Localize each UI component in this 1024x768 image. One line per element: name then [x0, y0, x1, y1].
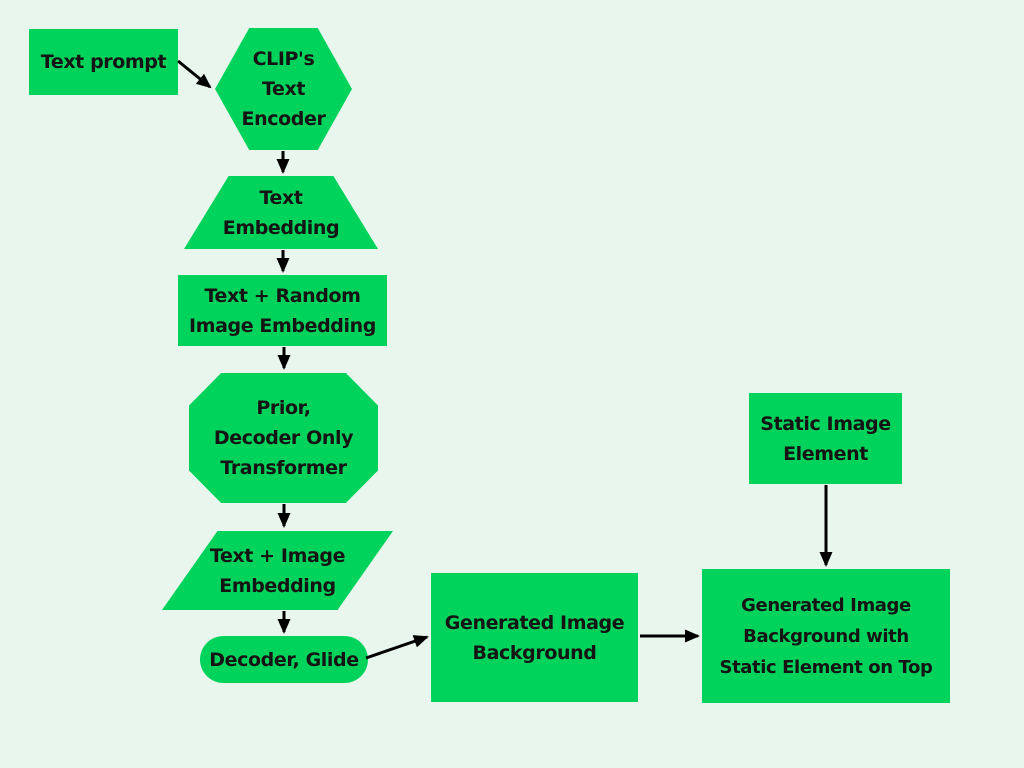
node-static-image-element-label: Static Image Element — [760, 412, 891, 465]
node-text-image-embedding-label: Text + Image Embedding — [209, 544, 346, 597]
node-prior-decoder-only-transformer: Prior, Decoder Only Transformer — [189, 373, 378, 503]
node-text-prompt: Text prompt — [29, 29, 178, 95]
node-prior-decoder-only-transformer-label: Prior, Decoder Only Transformer — [213, 397, 354, 479]
node-generated-background-with-static-element: Generated Image Background with Static E… — [702, 569, 950, 703]
node-text-embedding: Text Embedding — [184, 176, 378, 249]
node-generated-image-background: Generated Image Background — [431, 573, 638, 702]
node-decoder-glide-label: Decoder, Glide — [209, 648, 359, 671]
node-text-random-image-embedding: Text + Random Image Embedding — [178, 275, 387, 346]
node-generated-background-with-static-element-label: Generated Image Background with Static E… — [719, 594, 933, 678]
node-text-image-embedding: Text + Image Embedding — [162, 531, 393, 610]
node-decoder-glide: Decoder, Glide — [200, 636, 368, 683]
arrow-decoder-to-background — [365, 635, 429, 660]
node-text-prompt-label: Text prompt — [40, 51, 167, 73]
node-clip-text-encoder: CLIP's Text Encoder — [215, 28, 352, 150]
node-clip-text-encoder-label: CLIP's Text Encoder — [241, 48, 326, 130]
node-text-random-image-embedding-label: Text + Random Image Embedding — [189, 284, 376, 337]
node-static-image-element: Static Image Element — [749, 393, 902, 484]
node-generated-image-background-label: Generated Image Background — [444, 611, 625, 664]
arrow-textprompt-to-encoder — [177, 59, 212, 89]
node-text-embedding-label: Text Embedding — [222, 186, 340, 239]
